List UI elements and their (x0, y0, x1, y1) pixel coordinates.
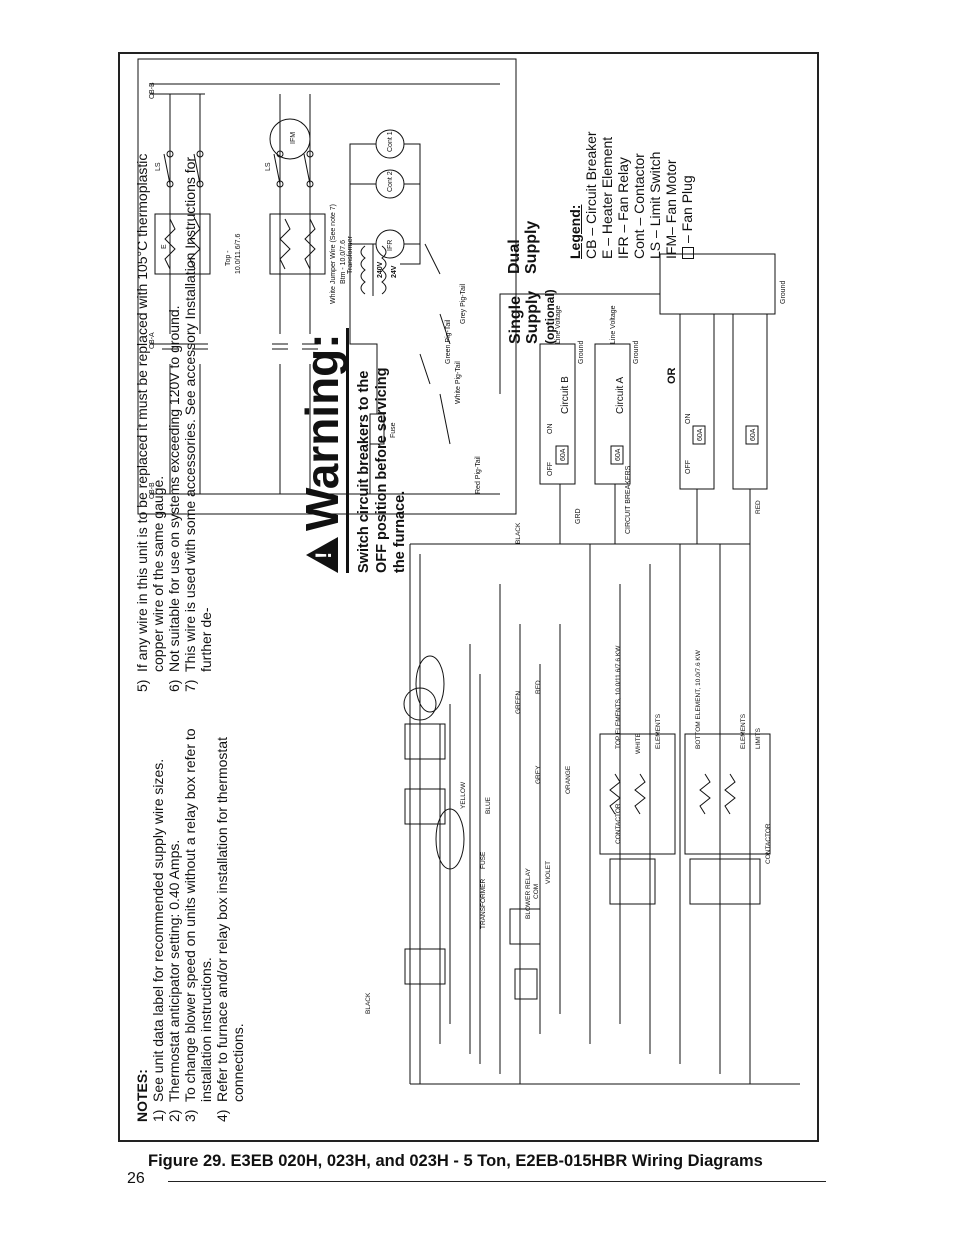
ground-label: Ground (780, 281, 787, 304)
contactor-label-2: CONTACTOR (765, 823, 772, 864)
top-kw-label: 10.0/11.6/7.6 (235, 234, 242, 274)
transformer-label: Transformer (347, 235, 354, 274)
schematic-box (137, 58, 517, 515)
top-elements-label: TOP ELEMENTS, 10.0/11.6/7.6 KW (615, 645, 622, 749)
schematic-labels: CB-B CB-A CB-B E Top - 10.0/11.6/7.6 Btm… (149, 82, 482, 499)
fuse-label: Fuse (390, 422, 397, 438)
ls-label: LS (155, 162, 162, 171)
grd-label: GRD (575, 508, 582, 524)
or-label: OR (666, 367, 678, 384)
wiring-diagram: CB-B CB-A CB-B E Top - 10.0/11.6/7.6 Btm… (137, 58, 800, 1085)
com-label: COM (533, 884, 540, 899)
on-label: ON (685, 414, 692, 425)
limits-label: LIMITS (755, 727, 762, 749)
top-label: Top - (225, 250, 232, 266)
wire-label-blue: BLUE (485, 796, 492, 814)
circuit-breaker-panel (499, 253, 776, 544)
harness-lines (403, 543, 800, 1085)
white-pigtail-label: White Pig-Tail (455, 361, 462, 404)
green-pigtail-label: Green Pig-Tail (445, 319, 452, 364)
v24-label: 24V (391, 265, 398, 278)
diagram-frame: NOTES: 1)See unit data label for recomme… (118, 52, 819, 1142)
wire-label-violet: VIOLET (545, 861, 552, 884)
red-pigtail-label: Red Pig-Tail (475, 456, 482, 494)
amp-label: 60A (750, 428, 757, 441)
footer-rule (168, 1181, 826, 1182)
line-voltage-label: Line Voltage (555, 305, 562, 344)
circuit-b-label: Circuit B (560, 376, 571, 414)
off-label: OFF (685, 460, 692, 474)
wire-label-orange: ORANGE (565, 765, 572, 794)
breaker-single-2 (732, 313, 768, 490)
breaker-labels: 60A 60A 60A 60A ON OFF ON OFF Circuit B … (547, 281, 787, 534)
ground-label: Ground (633, 341, 640, 364)
breaker-a (594, 343, 631, 485)
ls-label-2: LS (265, 162, 272, 171)
blower-relay-label: BLOWER RELAY (525, 868, 532, 919)
cbb-label-bottom: CB-B (149, 482, 156, 499)
cont2-label: Cont 2 (387, 171, 394, 192)
wire-label-red-2: RED (755, 500, 762, 514)
breaker-b (539, 343, 576, 485)
cba-label: CB-A (149, 332, 156, 349)
fuse-wire-label: FUSE (480, 851, 487, 869)
transformer-wire-label: TRANSFORMER (480, 879, 487, 930)
btm-label: Btm - 10.0/7.6 (340, 240, 347, 284)
off-label: OFF (547, 462, 554, 476)
elements-label-2: ELEMENTS (740, 713, 747, 749)
grey-pigtail-label: Grey Pig-Tail (460, 283, 467, 324)
amp-label: 60A (560, 448, 567, 461)
ground-label: Ground (578, 341, 585, 364)
wire-label-grey: GREY (535, 765, 542, 784)
page-number: 26 (127, 1170, 145, 1187)
amp-label: 60A (615, 448, 622, 461)
wire-label-green: GREEN (515, 691, 522, 714)
bottom-elements-label: BOTTOM ELEMENT, 10.0/7.6 KW (695, 649, 702, 749)
cont1-label: Cont 1 (387, 131, 394, 152)
on-label: ON (547, 424, 554, 435)
harness-labels: ORANGE GREY RED GREEN WHITE CONTACTOR CO… (365, 500, 772, 1014)
wire-label-red: RED (535, 680, 542, 694)
wire-label-white: WHITE (635, 732, 642, 754)
circuit-breakers-label: CIRCUIT BREAKERS (625, 465, 632, 534)
ifr-label: IFR (387, 240, 394, 251)
rotated-sheet: NOTES: 1)See unit data label for recomme… (120, 54, 821, 1144)
ifm-label: IFM (290, 132, 297, 144)
line-voltage-label: Line Voltage (610, 305, 617, 344)
wire-label-yellow: YELLOW (460, 781, 467, 809)
wire-label-black-2: BLACK (365, 992, 372, 1014)
wire-label-black: BLACK (515, 522, 522, 544)
circuit-a-label: Circuit A (615, 376, 626, 414)
v240-label: 240V (377, 261, 384, 278)
schematic-lines (150, 83, 500, 495)
cbb-label-top: CB-B (149, 82, 156, 99)
figure-caption: Figure 29. E3EB 020H, 023H, and 023H - 5… (148, 1152, 763, 1170)
contactor-label: CONTACTOR (615, 803, 622, 844)
elements-label: ELEMENTS (655, 713, 662, 749)
amp-label: 60A (697, 428, 704, 441)
white-jumper-label: White Jumper Wire (See note 7) (330, 204, 337, 304)
element-label: E (161, 244, 168, 249)
